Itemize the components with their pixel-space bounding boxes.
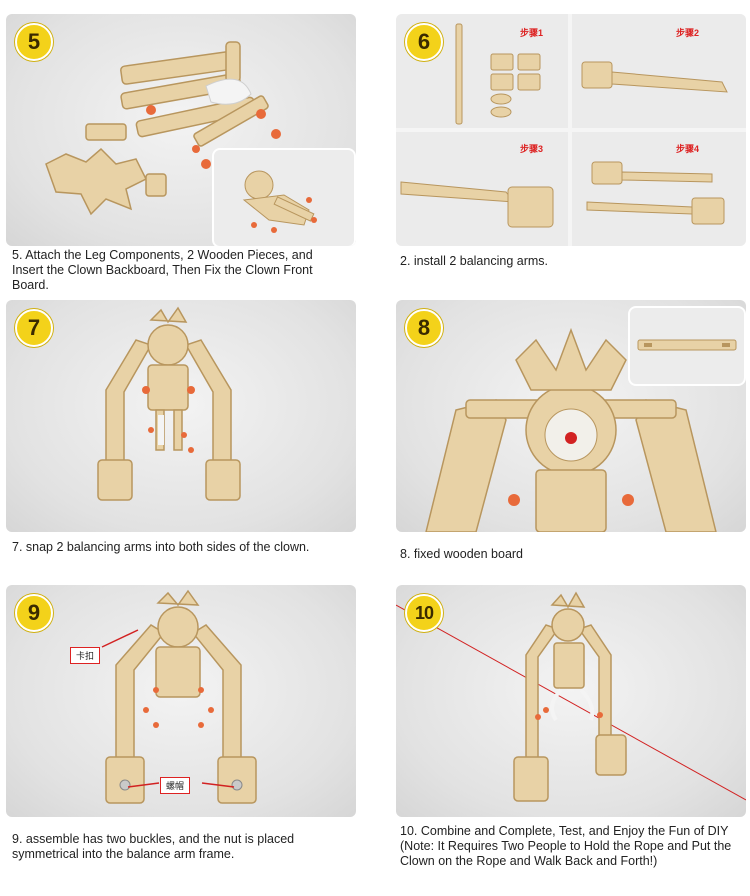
clown-on-rope-illustration (396, 591, 746, 802)
substep-1-parts (455, 23, 541, 125)
step-badge: 7 (15, 309, 53, 347)
nut-callout: 螺帽 (160, 777, 191, 794)
leg-assembly-illustration (45, 41, 281, 216)
clown-with-arms-illustration (97, 306, 241, 501)
substep-4-cell: 步骤4 (572, 132, 746, 246)
step-badge: 9 (15, 594, 53, 632)
step-5-inset (212, 148, 356, 246)
step-7-photo: 7 (6, 300, 356, 532)
substep-label: 步骤3 (520, 144, 544, 154)
step-5-caption: 5. Attach the Leg Components, 2 Wooden P… (12, 248, 313, 292)
step-9-caption: 9. assemble has two buckles, and the nut… (12, 832, 295, 861)
substep-1-cell: 步骤1 (396, 14, 568, 128)
step-10-caption: 10. Combine and Complete, Test, and Enjo… (400, 824, 732, 868)
rope-line (396, 604, 746, 801)
step-badge: 6 (405, 23, 443, 61)
substep-label: 步骤4 (676, 144, 700, 154)
step-badge: 10 (405, 594, 443, 632)
substep-label: 步骤2 (676, 28, 700, 38)
step-5-photo: 5 (6, 14, 356, 246)
substep-2-cell: 步骤2 (572, 14, 746, 128)
substep-label: 步骤1 (520, 28, 544, 38)
substep-3-cell: 步骤3 (396, 132, 568, 246)
step-badge: 8 (405, 309, 443, 347)
step-8-photo: 8 (396, 300, 746, 532)
clown-assembly-thumbnail (242, 170, 317, 233)
step-8-caption: 8. fixed wooden board (400, 547, 524, 561)
step-6-photo: 步骤1 步骤2 步骤3 步骤4 6 (396, 14, 746, 246)
step-6-caption: 2. install 2 balancing arms. (400, 254, 548, 268)
step-9-photo: 卡扣 螺帽 9 (6, 585, 356, 817)
step-8-inset (628, 306, 746, 386)
substep-2-arm (581, 61, 728, 93)
step-7-caption: 7. snap 2 balancing arms into both sides… (12, 540, 310, 554)
step-badge: 5 (15, 23, 53, 61)
clown-closeup-illustration (425, 327, 717, 532)
substep-4-arms (586, 161, 725, 225)
substep-3-arm (400, 181, 554, 228)
buckle-callout: 卡扣 (70, 647, 101, 664)
wooden-board-thumbnail (637, 339, 737, 351)
step-10-photo: 10 (396, 585, 746, 817)
frame-with-buckles-illustration (101, 589, 257, 804)
